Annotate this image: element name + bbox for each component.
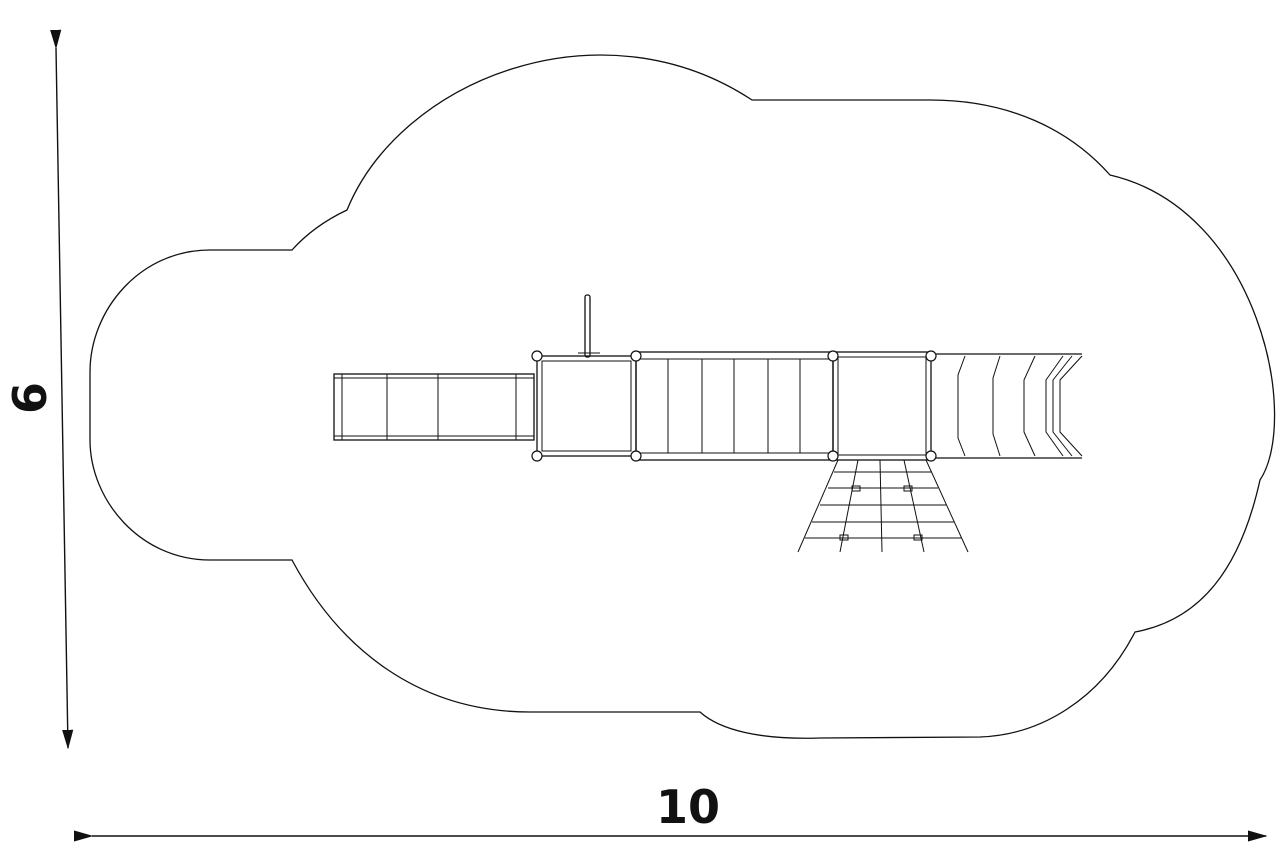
flag-pole <box>578 294 600 358</box>
height-dimension-line <box>50 29 74 750</box>
safety-zone-outline <box>89 54 1276 739</box>
platform-right <box>832 351 932 461</box>
height-dimension-label: 6 <box>3 382 57 414</box>
platform-left <box>536 355 637 457</box>
rope-net <box>797 459 969 553</box>
chevron-climber <box>931 353 1083 459</box>
left-ramp <box>333 373 535 441</box>
width-dimension-label: 10 <box>656 780 720 834</box>
rung-bridge <box>635 351 834 461</box>
posts <box>531 350 937 462</box>
